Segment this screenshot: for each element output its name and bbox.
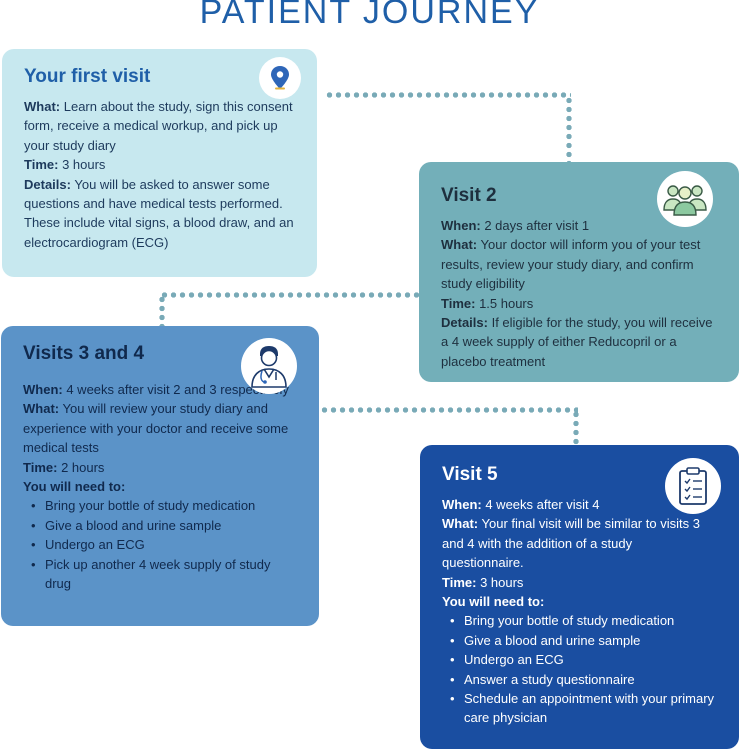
clipboard-checklist-icon xyxy=(679,467,707,505)
visit-2-icon-circle xyxy=(657,171,713,227)
list-item: Undergo an ECG xyxy=(450,650,717,670)
visit-5-card: Visit 5 When: 4 weeks after visit 4 What… xyxy=(420,445,739,749)
visit-1-card: Your first visit What: Learn about the s… xyxy=(2,49,317,277)
page-title: PATIENT JOURNEY xyxy=(199,0,540,31)
visit-1-heading: Your first visit xyxy=(24,66,151,87)
list-item: Bring your bottle of study medication xyxy=(450,611,717,631)
visit-5-when: When: 4 weeks after visit 4 xyxy=(442,497,600,512)
visits-3-4-need-label: You will need to: xyxy=(23,479,126,495)
list-item: Undergo an ECG xyxy=(31,535,297,555)
location-pin-icon xyxy=(271,66,289,90)
visit-5-heading: Visit 5 xyxy=(442,464,498,485)
connector-2-3-horizontal xyxy=(160,292,419,298)
visit-5-icon-circle xyxy=(665,458,721,514)
visits-3-4-heading: Visits 3 and 4 xyxy=(23,343,145,364)
visit-1-time: Time: 3 hours xyxy=(24,157,106,173)
visits-3-4-needs-list: Bring your bottle of study medication Gi… xyxy=(23,496,297,593)
visit-2-card: Visit 2 When: 2 days after visit 1 What:… xyxy=(419,162,739,382)
list-item: Answer a study questionnaire xyxy=(450,670,717,690)
visit-1-icon-circle xyxy=(259,57,301,99)
doctor-icon xyxy=(251,346,287,388)
group-people-icon xyxy=(663,185,707,216)
list-item: Give a blood and urine sample xyxy=(450,631,717,651)
visit-2-what: What: Your doctor will inform you of you… xyxy=(441,237,701,292)
list-item: Pick up another 4 week supply of study d… xyxy=(31,555,297,594)
visit-2-when: When: 2 days after visit 1 xyxy=(441,218,590,233)
visit-2-time: Time: 1.5 hours xyxy=(441,295,534,311)
list-item: Bring your bottle of study medication xyxy=(31,496,297,516)
visit-2-heading: Visit 2 xyxy=(441,185,497,206)
connector-1-2-horizontal xyxy=(325,92,571,98)
visit-1-details: Details: You will be asked to answer som… xyxy=(24,176,294,250)
visits-3-4-when: When: 4 weeks after visit 2 and 3 respec… xyxy=(23,382,289,397)
visit-5-need-label: You will need to: xyxy=(442,594,545,610)
connector-1-2-vertical xyxy=(566,96,572,162)
connector-3-5-horizontal xyxy=(320,407,578,413)
list-item: Give a blood and urine sample xyxy=(31,516,297,536)
visit-1-what: What: Learn about the study, sign this c… xyxy=(24,99,293,153)
visit-2-details: Details: If eligible for the study, you … xyxy=(441,315,713,369)
visits-3-4-time: Time: 2 hours xyxy=(23,459,105,475)
list-item: Schedule an appointment with your primar… xyxy=(450,689,717,728)
connector-2-3-vertical xyxy=(159,295,165,326)
visit-5-time: Time: 3 hours xyxy=(442,574,524,590)
connector-3-5-vertical xyxy=(573,410,579,445)
visit-5-needs-list: Bring your bottle of study medication Gi… xyxy=(442,611,717,727)
visits-3-4-icon-circle xyxy=(241,338,297,394)
visits-3-4-what: What: You will review your study diary a… xyxy=(23,401,289,456)
visits-3-4-card: Visits 3 and 4 When: 4 weeks after visit… xyxy=(1,326,319,626)
visit-5-what: What: Your final visit will be similar t… xyxy=(442,516,700,571)
